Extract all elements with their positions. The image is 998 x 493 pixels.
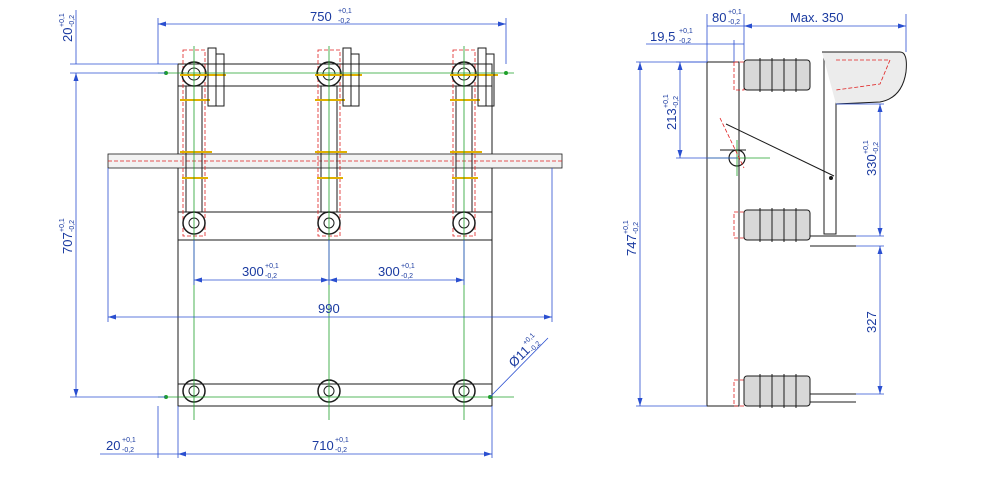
dim-300-right-tol-down: -0,2 [401,273,413,280]
dim-80-value: 80 [712,10,726,25]
pole-unit-middle [315,46,362,420]
dim-990-value: 990 [318,301,340,316]
dim-213-tol-down: -0,2 [673,96,680,108]
dim-19-5-tol-down: -0,2 [679,38,691,45]
dim-20-bottom-tol-down: -0,2 [122,447,134,454]
dim-20-bottom-value: 20 [106,438,120,453]
dim-213-tol-up: +0,1 [663,94,670,108]
dim-750-tol-down: -0,2 [338,18,350,25]
front-frame [177,63,493,407]
insulator-middle [743,208,811,242]
dim-747-value: 747 [624,234,639,256]
pole-unit-right [450,46,498,420]
dim-213-value: 213 [664,108,679,130]
dim-300-left-value: 300 [242,264,264,279]
insulator-bottom [743,374,811,408]
insulator-top [743,58,811,92]
dim-710-tol-down: -0,2 [335,447,347,454]
dim-20-top-tol-down: -0,2 [69,15,76,27]
dim-707-tol-up: +0,1 [59,218,66,232]
dim-max-350: Max. 350 [790,10,843,25]
side-dimensions [636,14,907,407]
dim-327-value: 327 [864,311,879,333]
dim-330-tol-up: +0,1 [863,140,870,154]
dim-20-bottom-tol-up: +0,1 [122,437,136,444]
dim-750-value: 750 [310,9,332,24]
dim-707-tol-down: -0,2 [69,220,76,232]
front-view [70,10,563,458]
dim-300-left-tol-down: -0,2 [265,273,277,280]
side-view [636,14,907,408]
dim-750-tol-up: +0,1 [338,8,352,15]
dim-19-5-tol-up: +0,1 [679,28,693,35]
dim-80-tol-up: +0,1 [728,9,742,16]
dim-747-tol-up: +0,1 [623,220,630,234]
dim-hole-value: Ø11 [506,343,533,370]
dim-300-right-tol-up: +0,1 [401,263,415,270]
dim-80-tol-down: -0,2 [728,19,740,26]
dim-300-left-tol-up: +0,1 [265,263,279,270]
side-frame [706,61,740,407]
dim-330-value: 330 [864,154,879,176]
dim-20-top-tol-up: +0,1 [59,13,66,27]
dim-330-tol-down: -0,2 [873,142,880,154]
dim-300-right-value: 300 [378,264,400,279]
dim-707-value: 707 [60,232,75,254]
dim-20-top-value: 20 [60,28,75,42]
pole-unit-left [180,46,226,420]
arc-chute [822,51,907,105]
dim-19-5-value: 19,5 [650,29,675,44]
dim-710-value: 710 [312,438,334,453]
front-dimensions [70,10,553,458]
dim-747-tol-down: -0,2 [633,222,640,234]
dim-710-tol-up: +0,1 [335,437,349,444]
